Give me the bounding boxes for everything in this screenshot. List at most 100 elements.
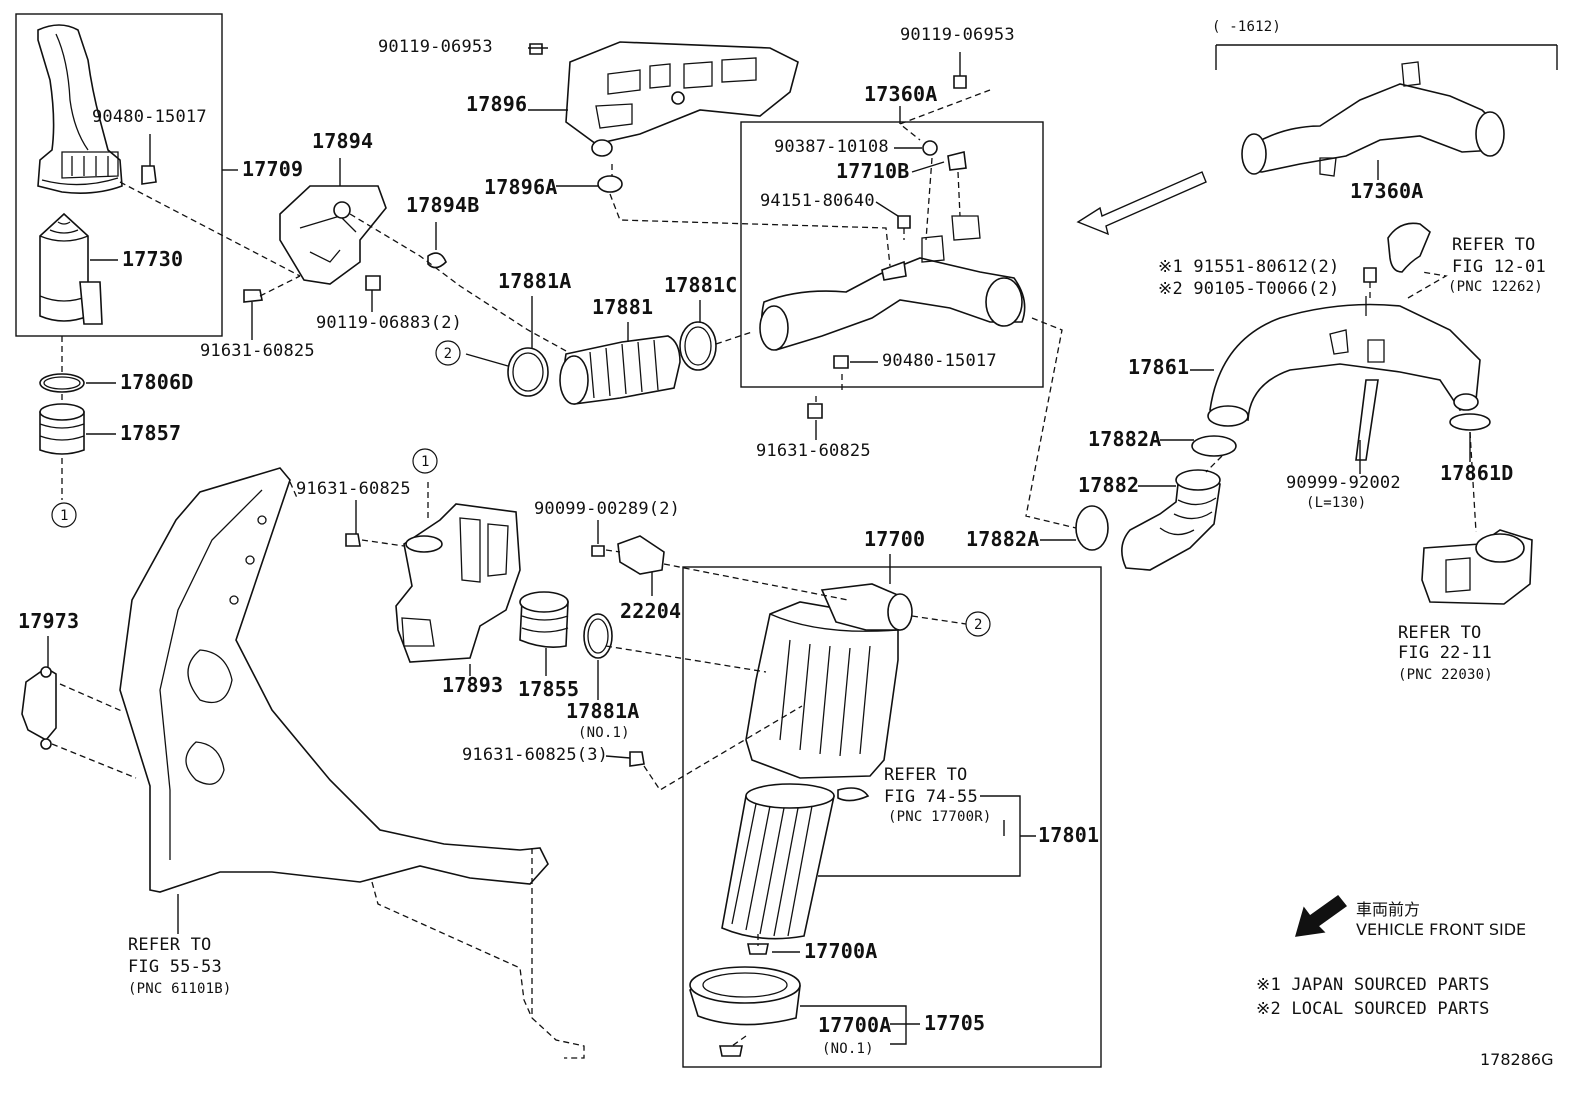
label-17855: 17855 xyxy=(518,677,580,701)
refer-22-11-line1: REFER TO xyxy=(1398,623,1482,643)
part-17360A-pipe-right xyxy=(1241,61,1505,177)
refer-55-53-line3: (PNC 61101B) xyxy=(128,981,232,997)
callout-circle-1b xyxy=(412,448,438,474)
label-90480-15017-b: 90480-15017 xyxy=(882,351,997,371)
date-range-bracket xyxy=(1215,44,1558,70)
leader-box-bottom xyxy=(815,374,843,404)
label-17705: 17705 xyxy=(924,1011,986,1035)
leader-box-parts xyxy=(903,157,961,241)
label-17973: 17973 xyxy=(18,609,80,633)
leader-callout-2b xyxy=(911,615,967,625)
part-17881A-clamp-a xyxy=(507,347,549,397)
label-17360A-b: 17360A xyxy=(1350,179,1424,203)
callout-circle-2b xyxy=(965,611,991,637)
front-direction-en: VEHICLE FRONT SIDE xyxy=(1356,920,1527,939)
label-91631-60825-b: 91631-60825 xyxy=(756,441,871,461)
refer-74-55-line2: FIG 74-55 xyxy=(884,787,978,807)
leader-17881A-housing xyxy=(605,645,767,673)
bolt-90119-06953-b xyxy=(953,75,967,89)
grommet-17896A xyxy=(597,175,623,193)
refer-55-53-line1: REFER TO xyxy=(128,935,212,955)
nut-90480-15017-b xyxy=(833,355,849,369)
part-17881-hose xyxy=(559,335,681,405)
label-90119-06953-a: 90119-06953 xyxy=(378,37,493,57)
part-17893-inlet xyxy=(395,503,521,663)
part-17882-hose xyxy=(1121,469,1221,571)
refer-22-11-line2: FIG 22-11 xyxy=(1398,643,1492,663)
part-17801-element xyxy=(721,783,835,940)
bolt-94151-80640 xyxy=(897,215,911,229)
bolt-91631-60825-c xyxy=(345,533,361,547)
part-17806D-clamp xyxy=(39,373,85,393)
label-17881A-b: 17881A xyxy=(566,699,640,723)
refer-55-53-line2: FIG 55-53 xyxy=(128,957,222,977)
gasket-refer-74-55 xyxy=(837,787,870,802)
note-local-sourced: ※2 LOCAL SOURCED PARTS xyxy=(1256,999,1490,1019)
label-17893: 17893 xyxy=(442,673,504,697)
label-17881: 17881 xyxy=(592,295,654,319)
callout-2b-text: 2 xyxy=(974,617,983,633)
label-90387-10108: 90387-10108 xyxy=(774,137,889,157)
clamp-17882A-b xyxy=(1075,505,1109,551)
label-17861: 17861 xyxy=(1128,355,1190,379)
label-17894: 17894 xyxy=(312,129,374,153)
label-17882A-b: 17882A xyxy=(966,527,1040,551)
hose-refer-12-01 xyxy=(1387,222,1431,273)
label-17894B: 17894B xyxy=(406,193,480,217)
label-91631-60825-c: 91631-60825 xyxy=(296,479,411,499)
bolt-90119-06883 xyxy=(365,275,381,291)
label-91631-60825-a: 91631-60825 xyxy=(200,341,315,361)
bolt-91631-60825-a xyxy=(243,289,263,303)
front-direction-jp: 車両前方 xyxy=(1356,900,1421,919)
leader-91631-60825-c xyxy=(361,539,405,547)
leader-17861D-throttle xyxy=(1469,431,1477,533)
callout-2a-text: 2 xyxy=(443,346,453,362)
label-17700A-b-sub: (NO.1) xyxy=(822,1041,874,1057)
label-17881A-a: 17881A xyxy=(498,269,572,293)
refer-12-01-line2: FIG 12-01 xyxy=(1452,257,1546,277)
box-17700 xyxy=(682,566,1102,1068)
callout-circle-1a xyxy=(51,502,77,528)
label-17709: 17709 xyxy=(242,157,304,181)
label-17857: 17857 xyxy=(120,421,182,445)
label-94151-80640: 94151-80640 xyxy=(760,191,875,211)
label-17882A-a: 17882A xyxy=(1088,427,1162,451)
bracket-17973 xyxy=(21,667,57,742)
leader-17882A-17882 xyxy=(1205,455,1223,473)
l-callout-2a xyxy=(465,353,509,367)
label-17881A-b-sub: (NO.1) xyxy=(578,725,630,741)
label-17881C: 17881C xyxy=(664,273,738,297)
part-fender-liner xyxy=(119,467,549,893)
clip-17894B xyxy=(427,252,447,269)
hose-90999-92002 xyxy=(1355,379,1379,461)
label-17806D: 17806D xyxy=(120,370,194,394)
bolt-17973-top xyxy=(40,666,52,678)
part-17896-shield xyxy=(565,41,799,157)
fender-dashed-outline xyxy=(289,481,585,1059)
l-94151-80640 xyxy=(875,201,899,217)
leader-refer-12-01 xyxy=(1407,271,1448,299)
refer-12-01-line3: (PNC 12262) xyxy=(1448,279,1543,295)
label-17700: 17700 xyxy=(864,527,926,551)
clamp-17882A-a xyxy=(1191,435,1237,457)
l-17710B xyxy=(911,161,945,173)
refer-74-55-line1: REFER TO xyxy=(884,765,968,785)
part-17709-duct xyxy=(37,24,123,194)
label-90999-len: (L=130) xyxy=(1306,495,1367,511)
part-17881C-clamp xyxy=(679,321,717,371)
sensor-22204 xyxy=(617,535,665,575)
l-91631-60825-3 xyxy=(605,755,631,759)
label-17710B: 17710B xyxy=(836,159,910,183)
label-90099-00289: 90099-00289(2) xyxy=(534,499,681,519)
grommet-90387-10108 xyxy=(922,140,938,156)
cushion-17710B xyxy=(947,151,967,171)
part-17894-bracket xyxy=(279,185,387,285)
bolt-91631-60825-3 xyxy=(629,751,645,767)
bolt-90119-06953-a xyxy=(529,43,543,55)
l-17801-bracket xyxy=(818,795,1036,877)
bolt-91551-80612 xyxy=(1363,267,1377,283)
callout-1b-text: 1 xyxy=(421,454,430,470)
label-17730: 17730 xyxy=(122,247,184,271)
leader-pipe-17882A xyxy=(1025,317,1077,529)
